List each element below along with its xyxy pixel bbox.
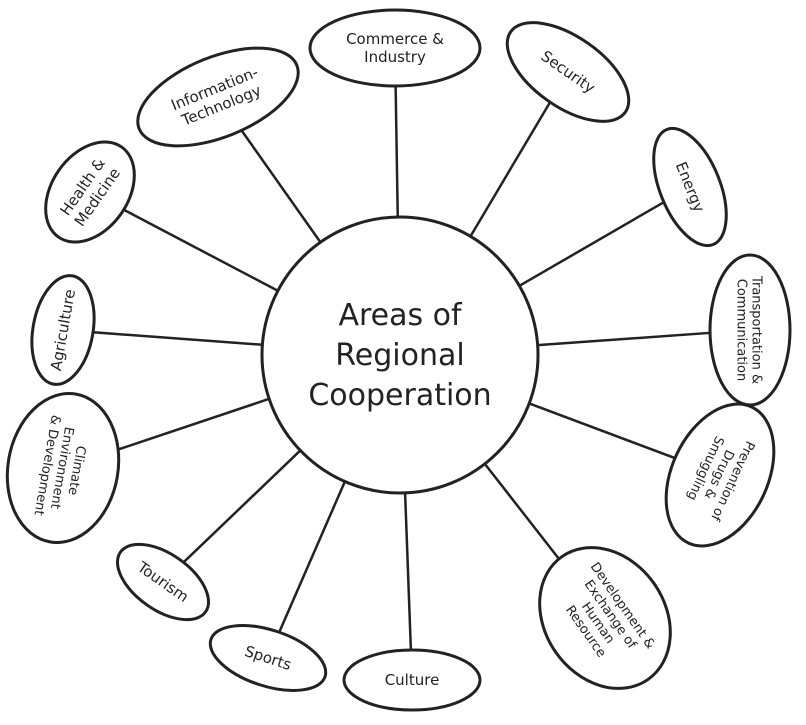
node-development-exchange-human-resource: Development &Exchange ofHumanResource bbox=[538, 546, 672, 690]
spoke-agriculture bbox=[89, 330, 263, 347]
node-culture: Culture bbox=[342, 648, 482, 712]
node-information-technology: Information-Technology bbox=[136, 46, 300, 148]
hub-label-line: Cooperation bbox=[308, 378, 491, 413]
spoke-tourism bbox=[180, 449, 302, 566]
node-label: Development &Exchange ofHumanResource bbox=[550, 560, 658, 678]
node-health-medicine: Health &Medicine bbox=[44, 140, 136, 244]
node-label: Transportation &Communication bbox=[734, 275, 764, 384]
node-label-line: Culture bbox=[385, 671, 440, 689]
node-commerce-industry: Commerce &Industry bbox=[308, 8, 482, 88]
node-transportation-communication: Transportation &Communication bbox=[708, 253, 792, 407]
spoke-security bbox=[469, 98, 553, 237]
spokes bbox=[89, 82, 715, 654]
node-ellipse bbox=[652, 126, 728, 248]
node-ellipse bbox=[136, 46, 300, 148]
node-ellipse bbox=[208, 624, 328, 692]
node-climate-environment-development: ClimateEnvironment& Development bbox=[5, 392, 121, 544]
node-label-line: Transportation & bbox=[749, 275, 764, 384]
spoke-transportation-communication bbox=[537, 331, 715, 347]
spoke-development-exchange-human-resource bbox=[483, 463, 573, 577]
node-sports: Sports bbox=[208, 624, 328, 692]
spoke-energy bbox=[518, 199, 668, 287]
node-ellipse bbox=[664, 402, 776, 548]
node-tourism: Tourism bbox=[115, 542, 211, 622]
spoke-information-technology bbox=[237, 125, 322, 243]
spoke-commerce-industry bbox=[394, 82, 400, 218]
node-ellipse bbox=[538, 546, 672, 690]
spoke-prevention-drugs-smuggling bbox=[528, 402, 680, 462]
node-label: Commerce &Industry bbox=[346, 30, 444, 66]
node-prevention-drugs-smuggling: Prevention ofDrugs &Smuggling bbox=[664, 402, 776, 548]
spoke-culture bbox=[403, 492, 413, 654]
node-ellipse bbox=[115, 542, 211, 622]
spoke-climate-environment-development bbox=[109, 397, 270, 454]
node-ellipse bbox=[505, 21, 631, 123]
hub-label-line: Areas of bbox=[338, 298, 463, 333]
node-ellipse bbox=[5, 392, 121, 544]
node-ellipse bbox=[30, 274, 96, 386]
node-label-line: Communication bbox=[734, 279, 749, 381]
node-energy: Energy bbox=[652, 126, 728, 248]
node-label-line: Industry bbox=[364, 48, 426, 66]
spoke-health-medicine bbox=[119, 206, 279, 292]
hub-label-line: Regional bbox=[335, 338, 464, 373]
node-label: Culture bbox=[385, 671, 440, 689]
node-agriculture: Agriculture bbox=[30, 274, 96, 386]
node-ellipse bbox=[308, 8, 482, 88]
node-ellipse bbox=[44, 140, 136, 244]
node-security: Security bbox=[505, 21, 631, 123]
hub-circle bbox=[260, 215, 540, 495]
node-label-line: Commerce & bbox=[346, 30, 444, 48]
node-ellipse bbox=[342, 648, 482, 712]
spoke-sports bbox=[276, 481, 347, 636]
